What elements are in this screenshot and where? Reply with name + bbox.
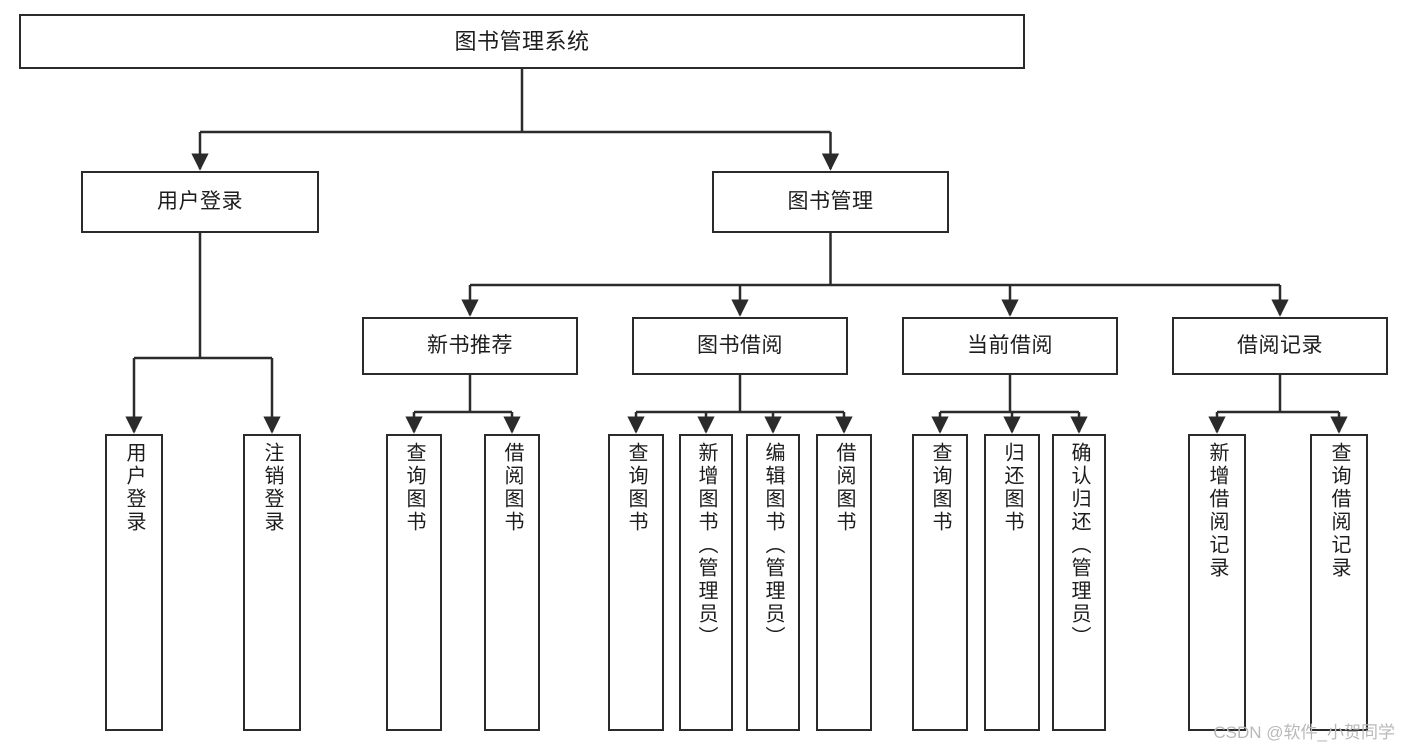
node-leaf-add-borrow-record[interactable]: 新增借阅记录 <box>1188 434 1246 731</box>
node-leaf-query-borrow-record-label: 查询借阅记录 <box>1328 442 1350 580</box>
node-leaf-borrow-book-1[interactable]: 借阅图书 <box>484 434 540 731</box>
node-leaf-add-borrow-record-label: 新增借阅记录 <box>1206 442 1228 580</box>
node-leaf-user-login-label: 用户登录 <box>123 442 145 534</box>
node-leaf-query-book-2-label: 查询图书 <box>625 442 647 534</box>
node-leaf-confirm-return[interactable]: 确认归还（管理员） <box>1052 434 1106 731</box>
node-leaf-return-book-label: 归还图书 <box>1001 442 1023 534</box>
node-leaf-query-book-3[interactable]: 查询图书 <box>912 434 968 731</box>
node-book-borrow[interactable]: 图书借阅 <box>632 317 848 375</box>
node-borrow-record[interactable]: 借阅记录 <box>1172 317 1388 375</box>
node-borrow-record-label: 借阅记录 <box>1237 333 1323 357</box>
node-leaf-query-borrow-record[interactable]: 查询借阅记录 <box>1310 434 1368 731</box>
node-leaf-confirm-return-label: 确认归还（管理员） <box>1068 442 1090 649</box>
node-book-borrow-label: 图书借阅 <box>697 333 783 357</box>
node-leaf-edit-book-label: 编辑图书（管理员） <box>762 442 784 649</box>
node-leaf-edit-book[interactable]: 编辑图书（管理员） <box>746 434 800 731</box>
node-leaf-borrow-book-2[interactable]: 借阅图书 <box>816 434 872 731</box>
node-current-borrow[interactable]: 当前借阅 <box>902 317 1118 375</box>
node-leaf-add-book-label: 新增图书（管理员） <box>695 442 717 649</box>
node-root[interactable]: 图书管理系统 <box>19 14 1025 69</box>
node-leaf-add-book[interactable]: 新增图书（管理员） <box>679 434 733 731</box>
node-leaf-query-book-1[interactable]: 查询图书 <box>386 434 442 731</box>
node-leaf-logout[interactable]: 注销登录 <box>243 434 301 731</box>
node-current-borrow-label: 当前借阅 <box>967 333 1053 357</box>
watermark: CSDN @软件_小贺同学 <box>1213 723 1395 742</box>
node-leaf-borrow-book-1-label: 借阅图书 <box>501 442 523 534</box>
node-leaf-logout-label: 注销登录 <box>261 442 283 534</box>
node-leaf-query-book-1-label: 查询图书 <box>403 442 425 534</box>
node-book-manage-label: 图书管理 <box>787 189 874 213</box>
node-leaf-query-book-3-label: 查询图书 <box>929 442 951 534</box>
node-book-manage[interactable]: 图书管理 <box>712 171 949 233</box>
node-leaf-query-book-2[interactable]: 查询图书 <box>608 434 664 731</box>
node-user-login-label: 用户登录 <box>157 189 243 213</box>
node-leaf-borrow-book-2-label: 借阅图书 <box>833 442 855 534</box>
node-new-book-recommend-label: 新书推荐 <box>427 333 513 357</box>
node-new-book-recommend[interactable]: 新书推荐 <box>362 317 578 375</box>
node-leaf-return-book[interactable]: 归还图书 <box>984 434 1040 731</box>
node-user-login[interactable]: 用户登录 <box>81 171 319 233</box>
node-leaf-user-login[interactable]: 用户登录 <box>105 434 163 731</box>
node-root-label: 图书管理系统 <box>454 28 590 54</box>
